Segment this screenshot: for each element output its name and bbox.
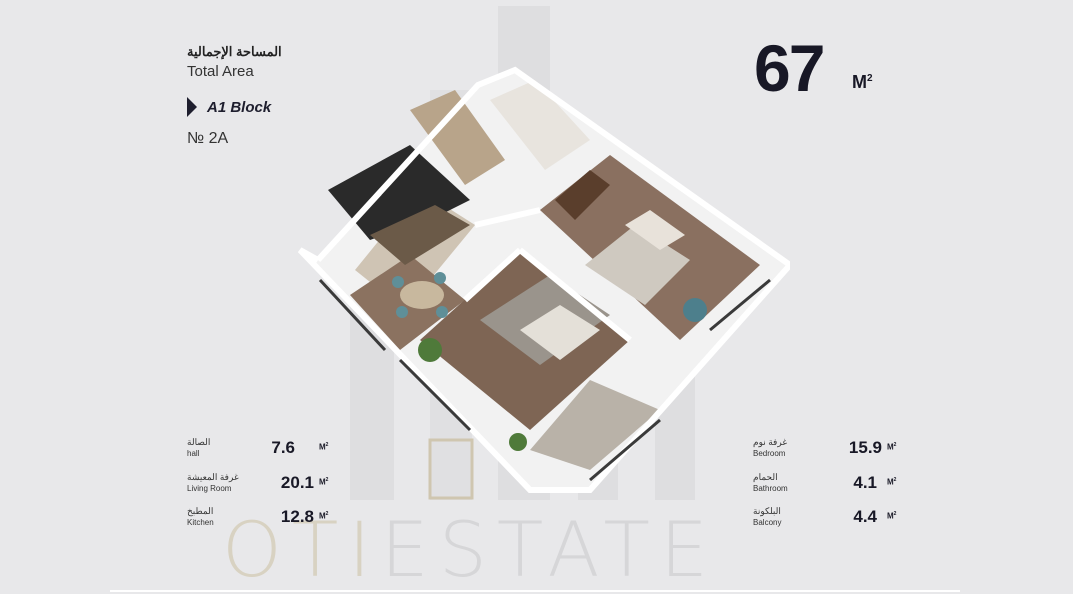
room-bathroom: الحمام Bathroom 4.1 M2	[753, 472, 897, 493]
total-area-label-arabic: المساحة الإجمالية	[187, 44, 282, 59]
play-icon	[187, 97, 197, 117]
room-bedroom: غرفة نوم Bedroom 15.9 M2	[753, 437, 897, 458]
room-balcony: البلكونة Balcony 4.4 M2	[753, 506, 897, 527]
room-kitchen: المطبخ Kitchen 12.8 M2	[187, 506, 329, 527]
room-hall: الصالة hall 7.6 M2	[187, 437, 329, 458]
block-label: A1 Block	[207, 98, 272, 116]
block-row: A1 Block	[187, 96, 271, 118]
bottom-divider	[110, 590, 960, 592]
room-living-room: غرفة المعيشة Living Room 20.1 M2	[187, 472, 329, 493]
total-area-label: Total Area	[187, 63, 254, 80]
total-area-value: 67	[754, 31, 825, 105]
total-area-unit: M2	[852, 72, 873, 92]
watermark-brand: OTIESTATE	[222, 505, 718, 594]
unit-number: № 2A	[187, 130, 229, 147]
floor-plan-illustration	[297, 66, 790, 493]
